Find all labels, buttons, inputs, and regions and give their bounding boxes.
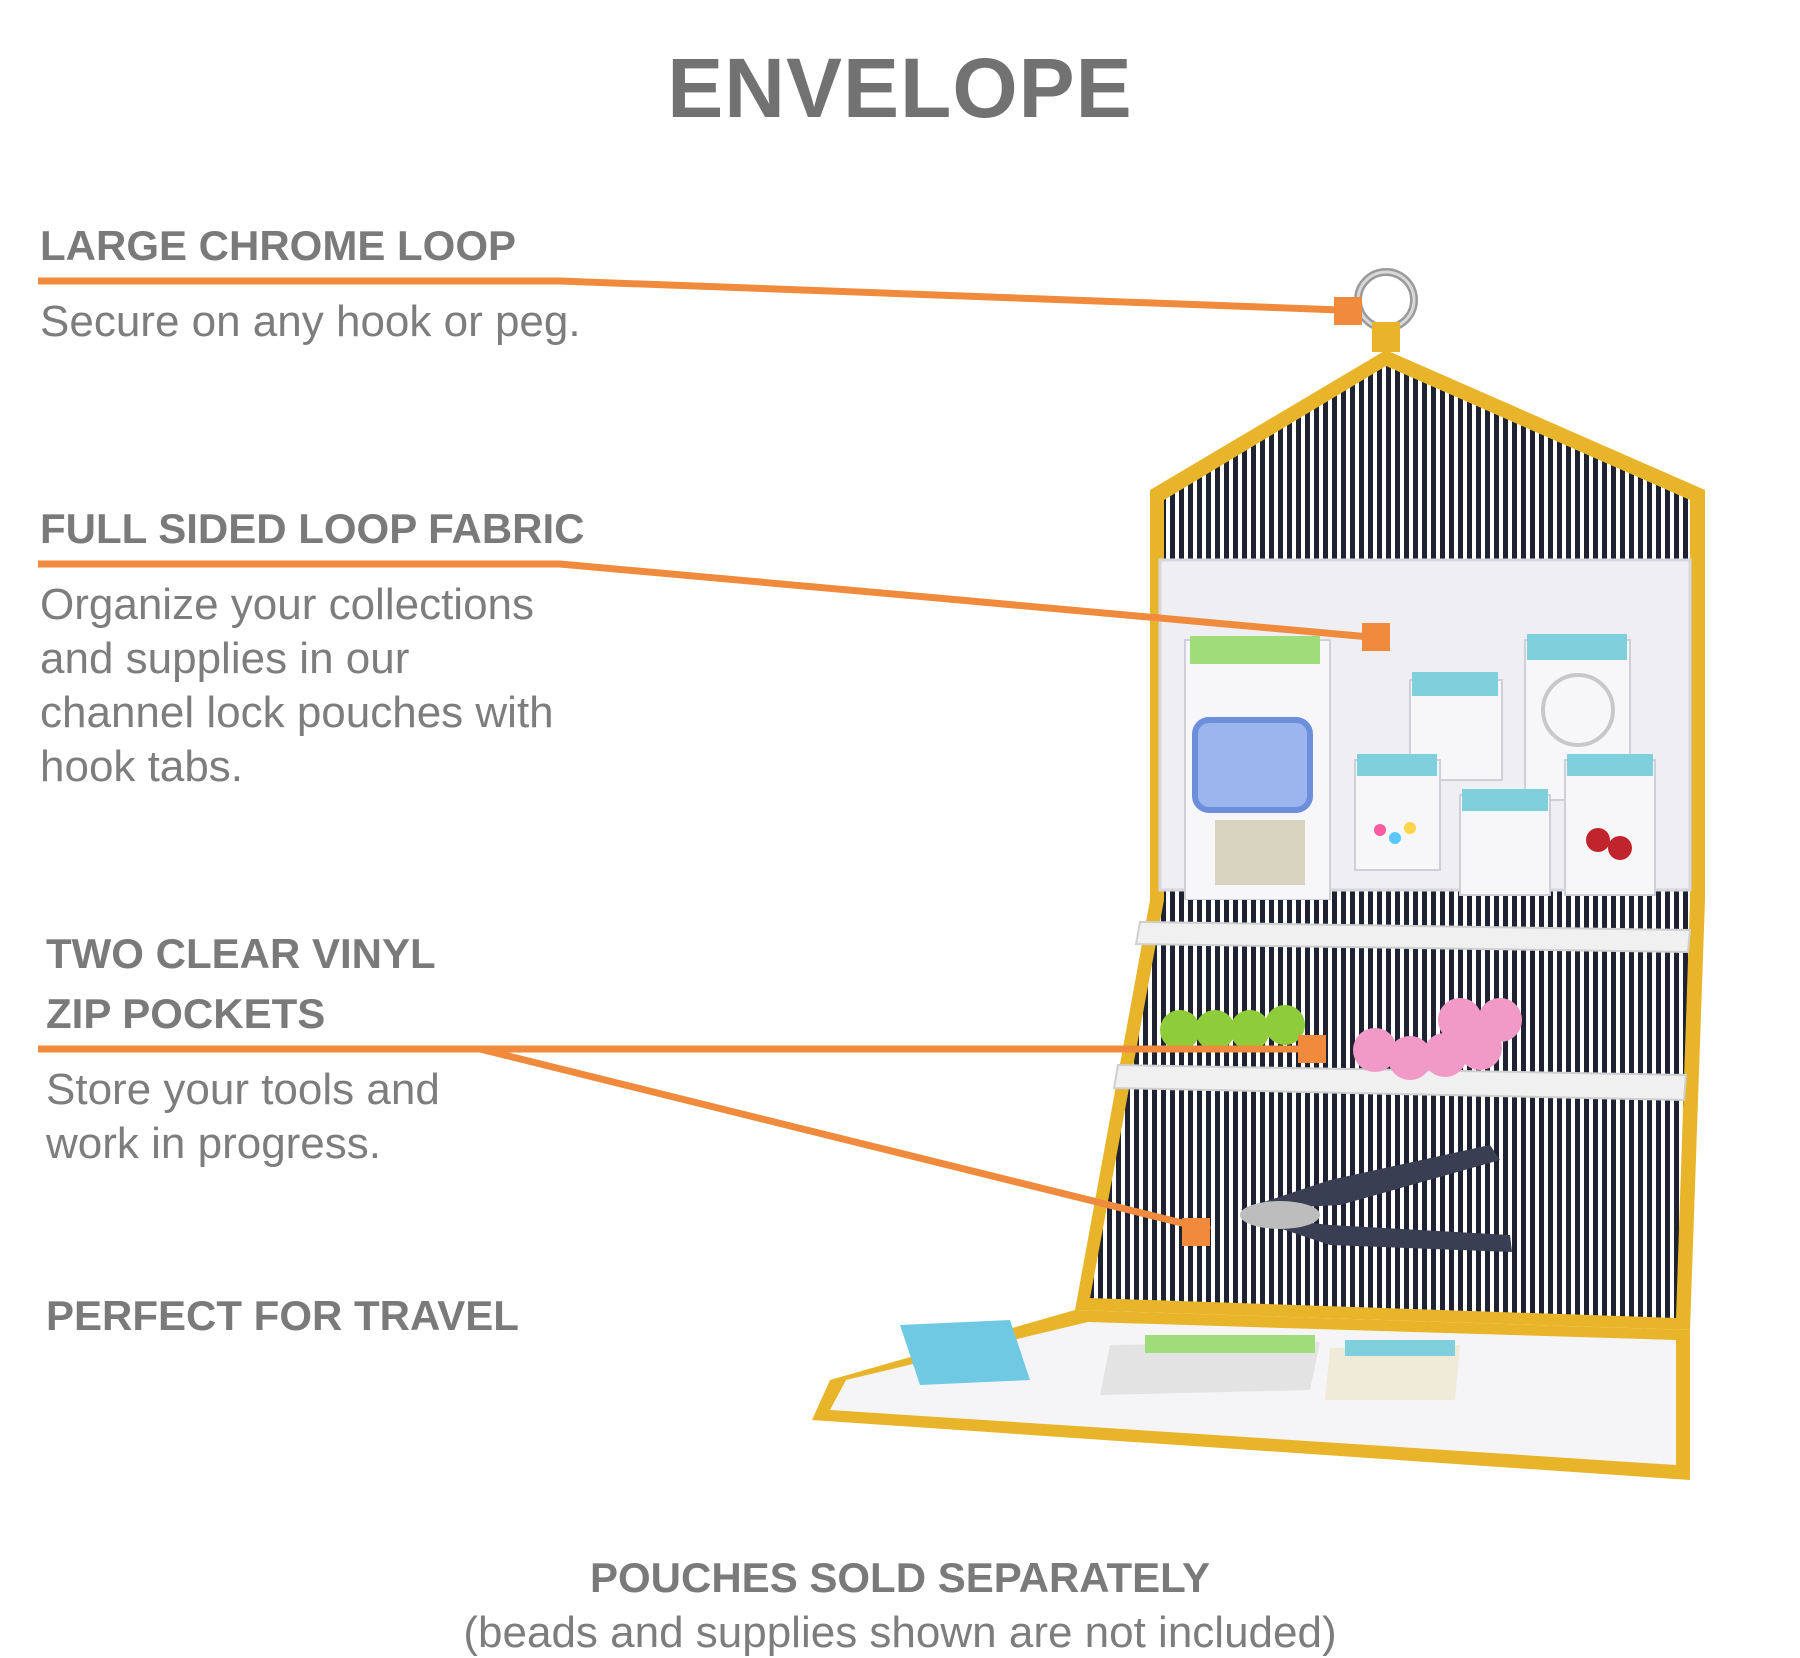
pouch bbox=[1354, 754, 1441, 871]
feature-heading-chrome-loop: LARGE CHROME LOOP bbox=[40, 222, 517, 269]
zip-pockets-section bbox=[1075, 900, 1705, 1330]
feature-description-chrome-loop: Secure on any hook or peg. bbox=[40, 297, 581, 346]
loop-fabric-panel bbox=[1158, 558, 1692, 901]
footer-heading: POUCHES SOLD SEPARATELY bbox=[590, 1554, 1210, 1601]
feature-heading-loop-fabric: FULL SIDED LOOP FABRIC bbox=[40, 505, 585, 552]
feature-heading-zip-pockets-line2: ZIP POCKETS bbox=[46, 990, 326, 1037]
chrome-loop bbox=[1354, 268, 1418, 352]
pink-beads bbox=[1353, 998, 1522, 1080]
callout-lines bbox=[38, 277, 1371, 1234]
green-beads bbox=[1160, 1005, 1305, 1050]
feature-description-loop-fabric: Organize your collections and supplies i… bbox=[40, 580, 554, 791]
footer-note: (beads and supplies shown are not includ… bbox=[463, 1608, 1337, 1657]
footer: POUCHES SOLD SEPARATELY (beads and suppl… bbox=[0, 1554, 1800, 1658]
page-title: ENVELOPE bbox=[667, 41, 1133, 135]
pouch bbox=[1459, 789, 1551, 896]
pouch bbox=[1184, 636, 1331, 901]
feature-description-zip-pockets: Store your tools and work in progress. bbox=[46, 1065, 440, 1168]
pliers bbox=[1240, 1145, 1512, 1252]
pouch bbox=[1564, 754, 1656, 896]
feature-heading-zip-pockets-line1: TWO CLEAR VINYL bbox=[46, 930, 436, 977]
feature-heading-travel: PERFECT FOR TRAVEL bbox=[46, 1292, 519, 1339]
callout-markers bbox=[1182, 297, 1390, 1246]
bottom-flap bbox=[812, 1310, 1690, 1480]
